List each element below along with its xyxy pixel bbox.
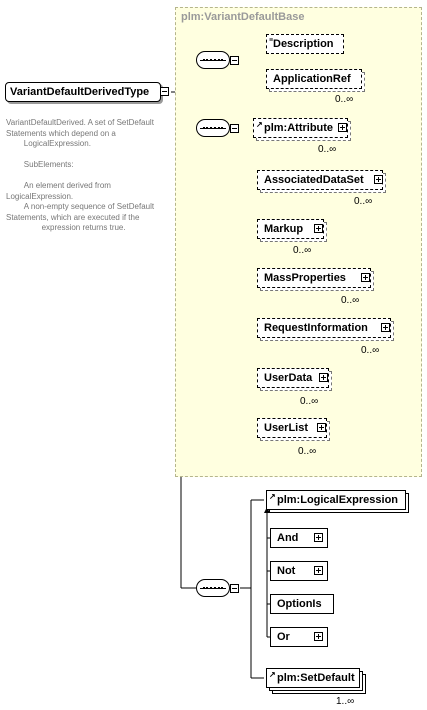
cardinality-label: 0..∞ bbox=[318, 144, 337, 155]
element-label: Markup bbox=[264, 223, 304, 235]
expand-icon[interactable] bbox=[314, 566, 323, 575]
collapse-icon[interactable] bbox=[160, 87, 169, 96]
element-userdata[interactable]: UserData bbox=[257, 368, 329, 388]
element-label: UserData bbox=[264, 372, 313, 384]
element-label: RequestInformation bbox=[264, 322, 368, 334]
element-label: Description bbox=[273, 38, 334, 50]
element-label: AssociatedDataSet bbox=[264, 174, 364, 186]
element-label: And bbox=[277, 532, 299, 544]
expand-icon[interactable] bbox=[381, 323, 390, 332]
reference-arrow-icon: ↗ bbox=[256, 120, 263, 129]
substitute-and[interactable]: And bbox=[270, 528, 328, 548]
element-associateddataset[interactable]: AssociatedDataSet bbox=[257, 170, 383, 190]
reference-arrow-icon: ↗ bbox=[269, 670, 276, 679]
element-plm-attribute[interactable]: ↗ plm:Attribute bbox=[253, 118, 348, 138]
expand-icon[interactable] bbox=[317, 423, 326, 432]
element-label: Not bbox=[277, 565, 296, 577]
root-element[interactable]: VariantDefaultDerivedType bbox=[5, 82, 161, 102]
expand-icon[interactable] bbox=[374, 175, 383, 184]
element-userlist[interactable]: UserList bbox=[257, 418, 327, 438]
element-plm-logicalexpression[interactable]: ↗ plm:LogicalExpression bbox=[266, 490, 406, 510]
cardinality-label: 0..∞ bbox=[361, 345, 380, 356]
collapse-icon[interactable] bbox=[230, 124, 239, 133]
element-markup[interactable]: Markup bbox=[257, 219, 324, 239]
cardinality-label: 0..∞ bbox=[341, 295, 360, 306]
sequence-compositor-1[interactable] bbox=[196, 51, 230, 69]
element-label: plm:SetDefault bbox=[277, 672, 355, 684]
expand-icon[interactable] bbox=[314, 224, 323, 233]
expand-icon[interactable] bbox=[338, 123, 347, 132]
collapse-icon[interactable] bbox=[230, 56, 239, 65]
element-label: OptionIs bbox=[277, 598, 322, 610]
element-label: plm:LogicalExpression bbox=[277, 494, 399, 506]
root-element-label: VariantDefaultDerivedType bbox=[10, 86, 150, 98]
element-label: MassProperties bbox=[264, 272, 346, 284]
element-label: Or bbox=[277, 631, 290, 643]
substitute-not[interactable]: Not bbox=[270, 561, 328, 581]
expand-icon[interactable] bbox=[319, 373, 328, 382]
reference-arrow-icon: ↗ bbox=[269, 492, 276, 501]
expand-icon[interactable] bbox=[314, 533, 323, 542]
element-massproperties[interactable]: MassProperties bbox=[257, 268, 371, 288]
cardinality-label: 0..∞ bbox=[354, 196, 373, 207]
expand-icon[interactable] bbox=[314, 632, 323, 641]
element-label: UserList bbox=[264, 422, 309, 434]
collapse-icon[interactable] bbox=[230, 584, 239, 593]
cardinality-label: 0..∞ bbox=[293, 245, 312, 256]
element-label: ApplicationRef bbox=[273, 73, 351, 85]
sequence-compositor-3[interactable] bbox=[196, 579, 230, 597]
element-requestinformation[interactable]: RequestInformation bbox=[257, 318, 391, 338]
expand-icon[interactable] bbox=[361, 273, 370, 282]
cardinality-label: 1..∞ bbox=[336, 696, 355, 707]
base-type-title: plm:VariantDefaultBase bbox=[181, 11, 305, 23]
element-label: plm:Attribute bbox=[264, 122, 334, 134]
documentation-lines-icon: ≡ bbox=[269, 37, 274, 44]
substitute-optionis[interactable]: OptionIs bbox=[270, 594, 334, 614]
cardinality-label: 0..∞ bbox=[300, 396, 319, 407]
sequence-compositor-2[interactable] bbox=[196, 119, 230, 137]
substitute-or[interactable]: Or bbox=[270, 627, 328, 647]
cardinality-label: 0..∞ bbox=[335, 94, 354, 105]
documentation-text: VariantDefaultDerived. A set of SetDefau… bbox=[6, 118, 155, 232]
element-plm-setdefault[interactable]: ↗ plm:SetDefault bbox=[266, 668, 360, 688]
element-description[interactable]: ≡ Description bbox=[266, 34, 344, 54]
element-applicationref[interactable]: ApplicationRef bbox=[266, 69, 362, 89]
cardinality-label: 0..∞ bbox=[298, 446, 317, 457]
